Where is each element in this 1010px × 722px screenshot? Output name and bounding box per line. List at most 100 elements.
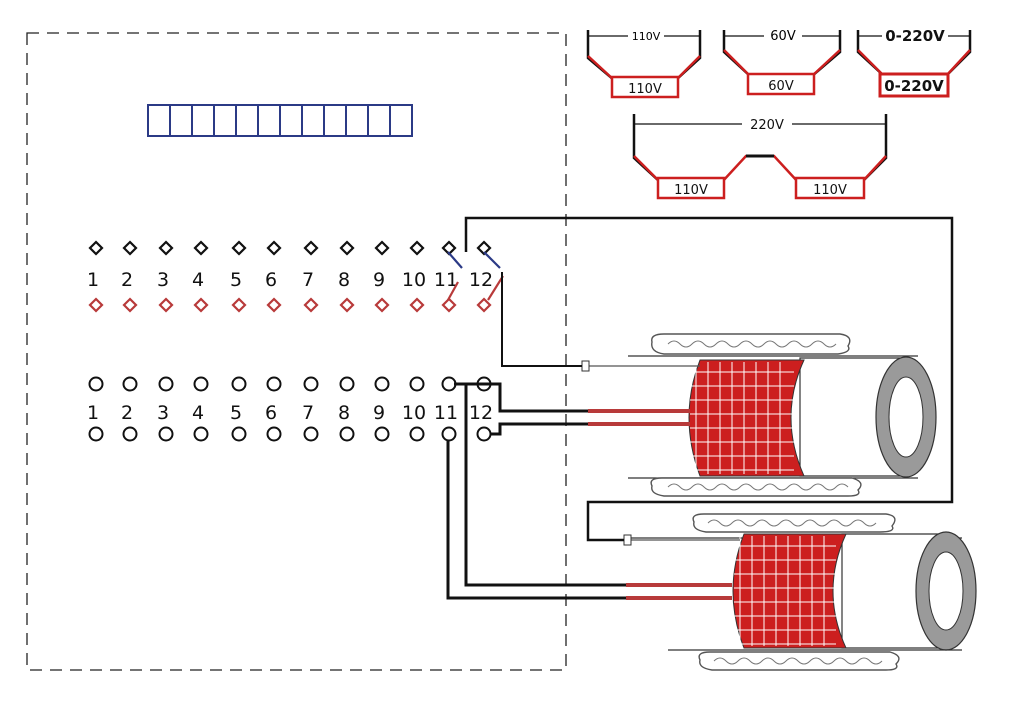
- display-cell: [257, 104, 281, 137]
- black-wiring: [446, 216, 954, 600]
- d220-left-red: [633, 155, 661, 183]
- d60-box: [746, 72, 816, 96]
- wire-11-upper: [454, 382, 588, 413]
- red-jumper-wire-11: [447, 281, 459, 301]
- top-terminal-diamond: [122, 240, 138, 256]
- upper-clamp-bottom: [650, 477, 862, 497]
- voltage-diagram-110v: 110V 110V: [586, 30, 702, 99]
- d220-box-right-label: 110V: [813, 183, 847, 198]
- terminal-number: 6: [265, 402, 277, 424]
- red-terminal-diamond: [476, 297, 492, 313]
- top-terminal-diamond: [303, 240, 319, 256]
- terminal-circle: [303, 426, 319, 442]
- d220-box-left-label: 110V: [674, 183, 708, 198]
- terminal-number: 11: [434, 269, 458, 291]
- red-terminal-diamond: [88, 297, 104, 313]
- top-terminal-diamond: [193, 240, 209, 256]
- top-terminal-row: [88, 240, 492, 256]
- terminal-circle: [231, 376, 247, 392]
- red-terminal-diamond: [158, 297, 174, 313]
- voltage-diagram-220v: 220V 110V 110V: [632, 114, 888, 200]
- terminal-number: 5: [230, 402, 242, 424]
- terminal-circle: [441, 376, 457, 392]
- display-cell: [147, 104, 171, 137]
- lower-winding-grid: [734, 536, 836, 646]
- red-terminal-diamond: [409, 297, 425, 313]
- terminal-number: 1: [87, 269, 99, 291]
- d0220-box: [878, 72, 950, 98]
- d110-box-label: 110V: [628, 82, 662, 97]
- upper-core-hole: [888, 376, 924, 458]
- red-terminal-diamond: [231, 297, 247, 313]
- wire-loop-top: [501, 272, 582, 367]
- terminal-number: 8: [338, 402, 350, 424]
- wire-11b-lower: [446, 440, 626, 600]
- d110-right-arm: [675, 30, 702, 81]
- lower-clamp-top-scribble: [707, 519, 877, 527]
- red-terminal-diamond: [339, 297, 355, 313]
- bottom-terminal-row-lower: [88, 426, 492, 442]
- red-terminal-diamond: [266, 297, 282, 313]
- top-terminal-diamond: [374, 240, 390, 256]
- terminal-number: 6: [265, 269, 277, 291]
- terminal-number: 1: [87, 402, 99, 424]
- top-terminal-diamond: [339, 240, 355, 256]
- wire-frame: [464, 216, 954, 542]
- top-terminal-diamond: [266, 240, 282, 256]
- terminal-circle: [88, 426, 104, 442]
- display-cell: [367, 104, 391, 137]
- terminal-circle: [303, 376, 319, 392]
- terminal-circle: [88, 376, 104, 392]
- voltage-diagram-60v: 60V 60V: [722, 29, 842, 96]
- terminal-number: 10: [402, 269, 426, 291]
- terminal-number: 3: [157, 269, 169, 291]
- transformer-lower: [623, 513, 977, 671]
- display-cell: [389, 104, 413, 137]
- display-cell-strip: [147, 104, 413, 137]
- d0220-box-label: 0-220V: [884, 77, 944, 95]
- upper-lead-terminal: [581, 360, 590, 372]
- terminal-number: 7: [302, 402, 314, 424]
- red-terminal-diamond: [374, 297, 390, 313]
- terminal-circle: [193, 376, 209, 392]
- terminal-number: 12: [469, 402, 493, 424]
- red-jumper-wire-12: [487, 275, 504, 301]
- display-cell: [235, 104, 259, 137]
- terminal-circle: [231, 426, 247, 442]
- d60-box-label: 60V: [768, 79, 794, 94]
- terminal-circle: [441, 426, 457, 442]
- d110-box: [610, 75, 680, 99]
- terminal-number: 2: [121, 402, 133, 424]
- terminal-number: 2: [121, 269, 133, 291]
- d60-left-red: [723, 49, 751, 77]
- display-cell: [345, 104, 369, 137]
- d220-box-left: [656, 176, 726, 200]
- terminal-number: 8: [338, 269, 350, 291]
- lower-lead-terminal: [623, 534, 632, 546]
- top-terminal-diamond: [409, 240, 425, 256]
- d110-right-red: [675, 55, 701, 81]
- terminal-number: 9: [373, 402, 385, 424]
- terminal-number: 10: [402, 402, 426, 424]
- d110-left-red: [587, 55, 615, 81]
- housing-dashed-border: [26, 32, 567, 671]
- lower-clamp-top: [692, 513, 896, 533]
- terminal-number: 9: [373, 269, 385, 291]
- terminal-circle: [193, 426, 209, 442]
- terminal-circle: [339, 376, 355, 392]
- terminal-number: 5: [230, 269, 242, 291]
- terminal-circle: [374, 426, 390, 442]
- terminal-circle: [476, 426, 492, 442]
- lower-core-hole: [928, 551, 964, 631]
- red-terminal-diamond: [193, 297, 209, 313]
- terminal-circle: [158, 376, 174, 392]
- terminal-number: 3: [157, 402, 169, 424]
- voltage-diagram-0-220v: 0-220V 0-220V: [856, 27, 972, 98]
- red-terminal-diamond: [122, 297, 138, 313]
- terminal-circle: [409, 376, 425, 392]
- lower-winding: [732, 533, 847, 649]
- top-terminal-diamond: [158, 240, 174, 256]
